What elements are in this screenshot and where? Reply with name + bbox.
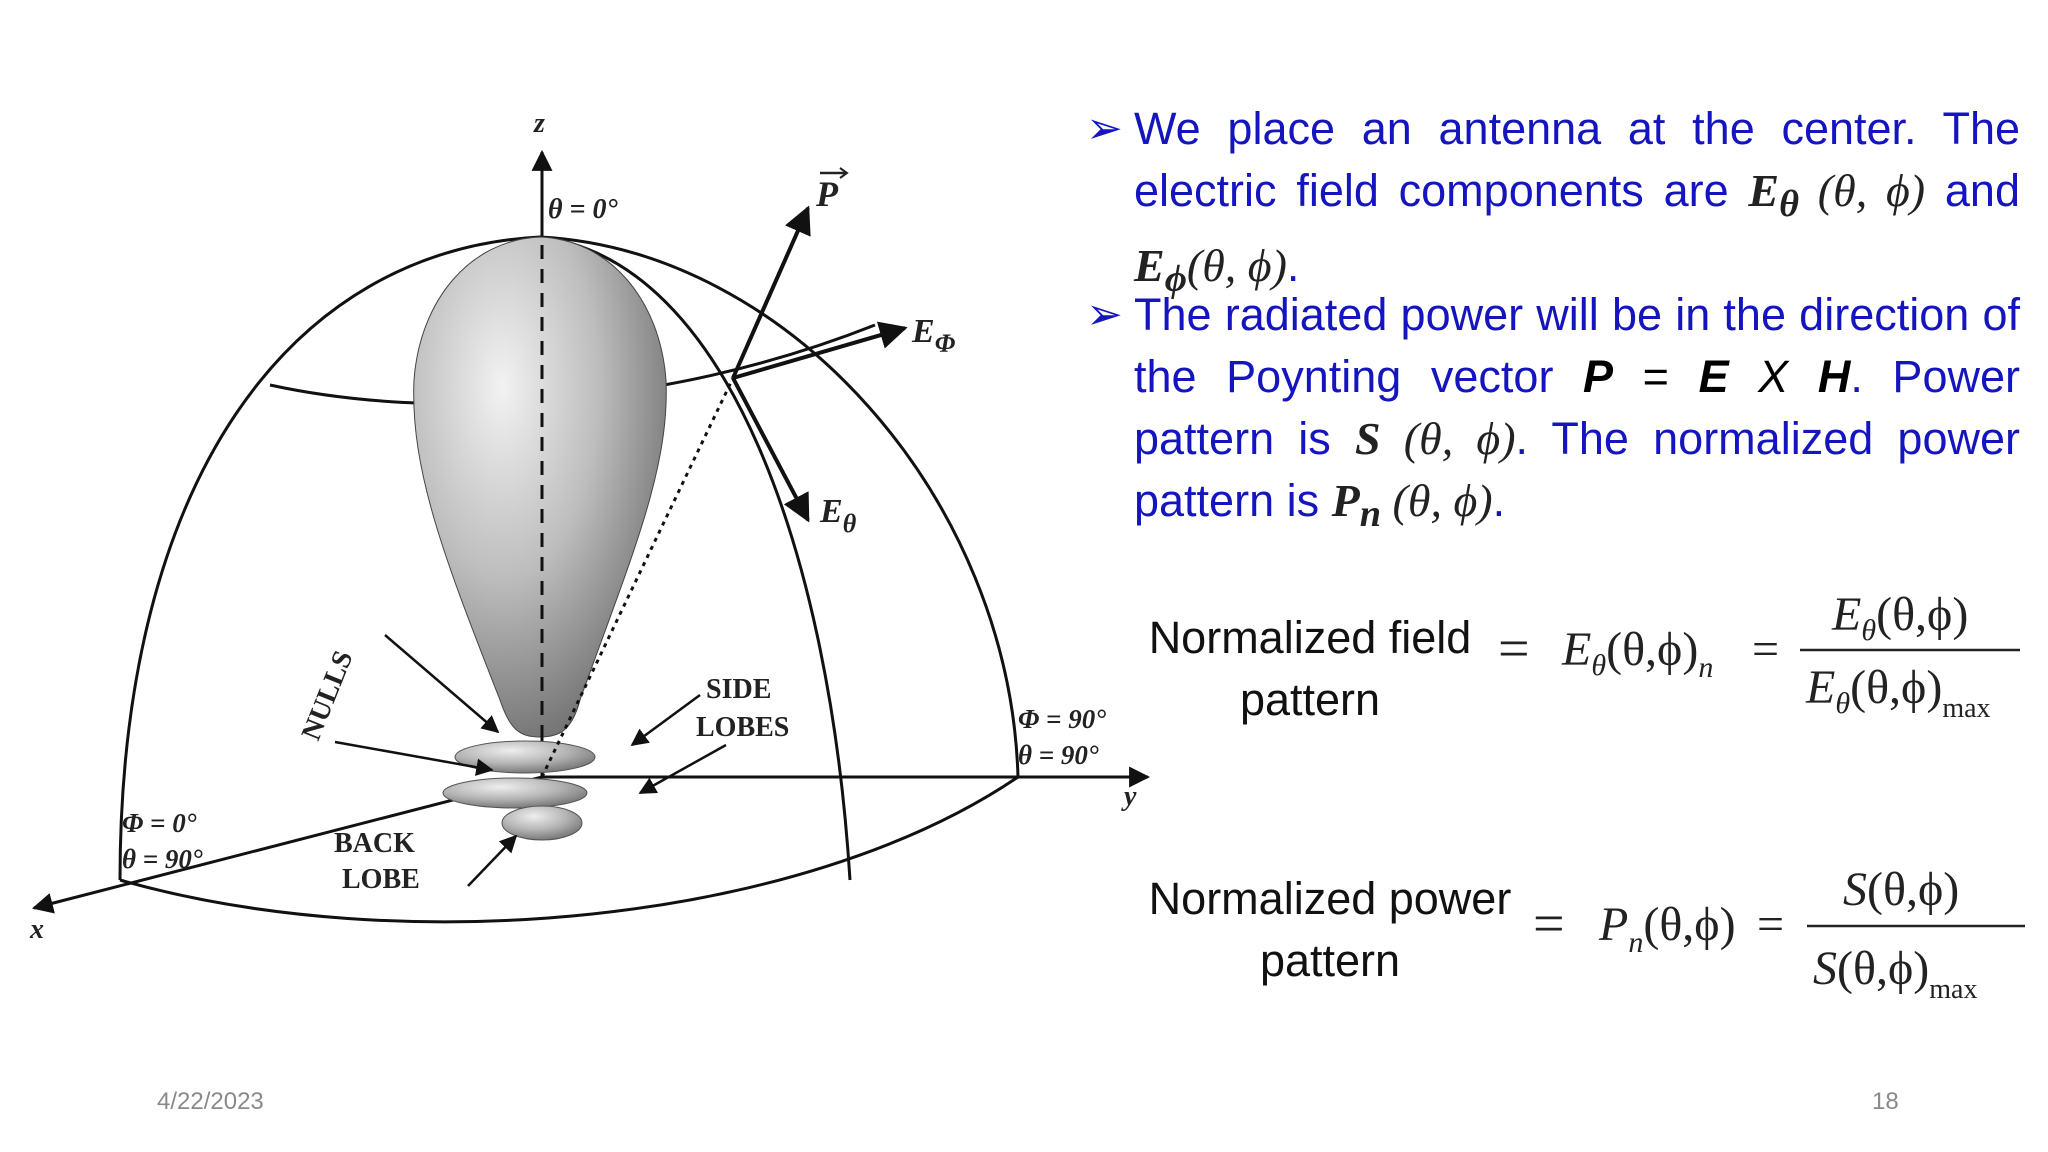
phi-0-label-1: Φ = 0°	[122, 808, 197, 838]
poynting-label: P	[815, 174, 839, 214]
back-lobe	[501, 805, 583, 841]
poynting-e: E	[1698, 351, 1729, 402]
svg-text:=: =	[1757, 898, 1784, 951]
svg-text:Eθ(θ,ϕ)n: Eθ(θ,ϕ)n	[1561, 623, 1713, 684]
bullet-arrow-icon: ➢	[1086, 104, 1123, 153]
side-lobes-label-2: LOBES	[696, 712, 789, 743]
nulls-label: NULLS	[296, 646, 360, 744]
poynting-vector	[731, 205, 811, 379]
power-pattern-expression: S (θ, ϕ)	[1354, 413, 1516, 464]
y-axis-label: y	[1121, 781, 1137, 812]
poynting-h: H	[1817, 351, 1851, 402]
side-lobes-label-1: SIDE	[706, 674, 771, 705]
slide-number: 18	[1872, 1088, 1899, 1115]
equals-sign-2: =	[1533, 893, 1565, 955]
svg-text:S(θ,ϕ)max: S(θ,ϕ)max	[1813, 942, 1977, 1005]
main-lobe	[413, 236, 667, 738]
phi-90-label-1: Φ = 90°	[1018, 704, 1106, 734]
svg-text:=: =	[1752, 623, 1779, 676]
bullet-arrow-icon: ➢	[1086, 290, 1123, 339]
e-theta-expression: Eθ (θ, ϕ)	[1748, 165, 1926, 226]
radiation-pattern-diagram: z y x θ = 0° P EΦ Eθ Φ = 90° θ = 90° Φ =…	[29, 108, 1151, 945]
back-lobe-label-1: BACK	[334, 828, 415, 859]
e-phi-expression: Eϕ(θ, ϕ)	[1134, 240, 1287, 301]
x-axis-label: x	[29, 914, 44, 945]
theta-zero-label: θ = 0°	[548, 194, 618, 225]
annotation-arrows	[334, 634, 727, 887]
bullet-antenna-center: ➢ We place an antenna at the center. The…	[1086, 98, 2020, 310]
slide-date: 4/22/2023	[157, 1088, 264, 1115]
svg-text:Eθ(θ,ϕ)max: Eθ(θ,ϕ)max	[1805, 661, 1991, 724]
back-lobe-label-2: LOBE	[342, 864, 420, 895]
side-lobe-lower	[442, 777, 588, 809]
equals-sign-1: =	[1498, 618, 1530, 680]
field-vectors	[540, 205, 908, 778]
bullet-radiated-power: ➢ The radiated power will be in the dire…	[1086, 284, 2020, 545]
svg-text:Pn(θ,ϕ): Pn(θ,ϕ)	[1598, 898, 1736, 959]
phi-0-label-2: θ = 90°	[122, 844, 203, 874]
z-axis-label: z	[533, 108, 545, 139]
e-theta-vector	[731, 377, 810, 523]
svg-text:Eθ(θ,ϕ): Eθ(θ,ϕ)	[1831, 588, 1968, 647]
power-pattern-label: Normalized power pattern	[1148, 873, 1512, 986]
e-phi-vector	[732, 321, 908, 380]
e-phi-label: EΦ	[911, 313, 956, 358]
power-pattern-formula: = Pn(θ,ϕ) = S(θ,ϕ) S(θ,ϕ)max	[1533, 863, 2025, 1005]
normalized-power-expression: Pn (θ, ϕ)	[1331, 475, 1493, 536]
bullet-text: We place an antenna at the center. The e…	[1134, 103, 2020, 301]
svg-text:S(θ,ϕ): S(θ,ϕ)	[1843, 863, 1959, 916]
poynting-p: P	[1583, 351, 1614, 402]
e-theta-label: Eθ	[819, 493, 857, 538]
bullet-text: The radiated power will be in the direct…	[1134, 289, 2020, 536]
field-pattern-label: Normalized field pattern	[1148, 612, 1472, 725]
phi-90-label-2: θ = 90°	[1018, 740, 1099, 770]
field-pattern-formula: = Eθ(θ,ϕ)n = Eθ(θ,ϕ) Eθ(θ,ϕ)max	[1498, 588, 2020, 724]
dotted-direction-line	[540, 377, 735, 778]
